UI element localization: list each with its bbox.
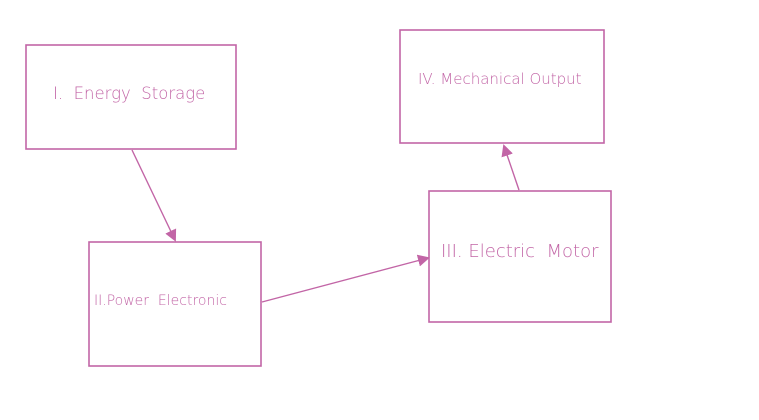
node-mechanical-output: IV. Mechanical Output (399, 29, 605, 144)
node-mechanical-output-box (399, 29, 605, 144)
node-power-electronic-box (88, 241, 262, 367)
node-energy-storage-label: I. Energy Storage (53, 84, 205, 103)
node-electric-motor: III. Electric Motor (428, 190, 612, 323)
node-electric-motor-label: III. Electric Motor (441, 241, 599, 262)
node-power-electronic-label: II.Power Electronic (94, 293, 227, 309)
arrow-energy-to-power (131, 149, 177, 242)
node-energy-storage: I. Energy Storage (25, 44, 237, 150)
node-power-electronic: II.Power Electronic (88, 241, 262, 367)
node-electric-motor-box (428, 190, 612, 323)
arrow-power-to-motor (261, 254, 430, 303)
node-mechanical-output-label: IV. Mechanical Output (418, 70, 582, 88)
arrow-motor-to-output (501, 144, 520, 191)
node-energy-storage-box (25, 44, 237, 150)
